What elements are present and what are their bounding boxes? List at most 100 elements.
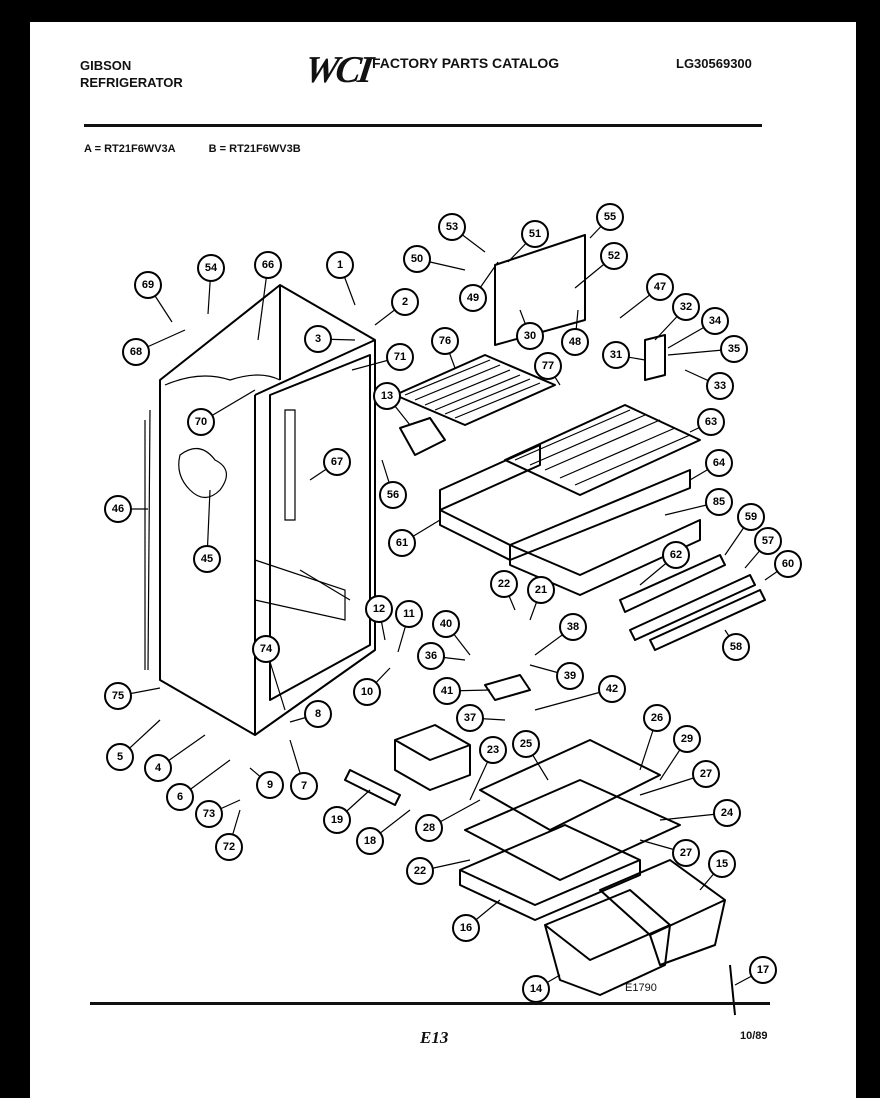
callout-number: 26 [651,712,663,724]
callout-circle [722,633,750,661]
callout-circle [643,704,671,732]
callout-circle [432,610,460,638]
callout-circle [602,341,630,369]
callout-number: 4 [155,762,162,774]
callout-number: 41 [441,685,453,697]
part-callout: 74 [252,635,286,711]
part-callout: 22 [406,857,471,885]
callout-number: 59 [745,511,757,523]
callout-circle [516,322,544,350]
callout-number: 71 [394,351,406,363]
callout-number: 7 [301,780,307,792]
callout-circle [395,600,423,628]
callout-circle [692,760,720,788]
callout-circle [391,288,419,316]
part-callout: 52 [574,242,628,289]
callout-number: 54 [205,262,218,274]
callout-number: 12 [373,603,385,615]
part-callout: 46 [104,495,148,523]
callout-number: 22 [498,578,510,590]
callout-number: 73 [203,808,215,820]
part-callout: 3 [304,325,356,353]
callout-circle [701,307,729,335]
callout-number: 3 [315,333,321,345]
callout-number: 56 [387,489,399,501]
part-callout: 16 [452,899,501,942]
callout-number: 45 [201,553,213,565]
part-callout: 2 [374,288,419,326]
part-callout: 17 [734,956,777,986]
callout-circle [353,678,381,706]
page-number: E13 [420,1028,449,1047]
callout-circle [403,245,431,273]
part-callout: 67 [309,448,351,481]
callout-number: 18 [364,835,376,847]
part-callout: 12 [365,595,393,641]
callout-number: 8 [315,708,321,720]
callout-number: 27 [680,847,692,859]
callout-circle [304,700,332,728]
callout-number: 32 [680,301,692,313]
callout-circle [697,408,725,436]
callout-number: 61 [396,537,408,549]
part-callout: 63 [689,408,725,436]
callout-number: 15 [716,858,728,870]
callout-circle [708,850,736,878]
callout-number: 62 [670,549,682,561]
callout-circle [215,833,243,861]
footer-rule [90,1002,770,1005]
callout-number: 31 [610,349,622,361]
callout-circle [521,220,549,248]
part-callout: 10 [353,667,391,706]
part-callout: 72 [215,809,243,861]
callout-number: 48 [569,336,581,348]
fresh-food-parts-drawing [344,674,736,1016]
callout-number: 47 [654,281,666,293]
callout-circle [673,725,701,753]
part-callout: 11 [395,600,423,653]
callout-circle [705,449,733,477]
callout-circle [379,481,407,509]
callout-circle [459,284,487,312]
callout-number: 36 [425,650,437,662]
callout-circle [706,372,734,400]
callout-number: 60 [782,558,794,570]
part-callout: 36 [417,642,466,670]
part-callout: 19 [323,789,371,834]
part-callout: 29 [659,725,701,781]
callout-circle [417,642,445,670]
callout-number: 10 [361,686,373,698]
callout-number: 76 [439,335,451,347]
part-callout: 22 [490,570,518,611]
callout-circle [323,806,351,834]
part-callout: 40 [432,610,471,656]
part-callout: 69 [134,271,173,323]
part-callout: 61 [388,519,441,557]
part-callout: 56 [379,459,407,509]
part-callout: 4 [144,734,206,782]
part-callout: 7 [289,739,318,800]
callout-circle [106,743,134,771]
callout-number: 22 [414,865,426,877]
part-callout: 57 [744,527,782,569]
callout-number: 57 [762,535,774,547]
callout-number: 2 [402,296,408,308]
part-callout: 73 [195,799,241,828]
callout-circle [452,914,480,942]
callout-circle [713,799,741,827]
part-callout: 53 [438,213,486,253]
part-callout: 28 [415,799,481,842]
callout-number: 5 [117,751,123,763]
part-callout: 39 [529,662,584,690]
callout-number: 13 [381,390,393,402]
callout-circle [672,293,700,321]
part-callout: 9 [249,767,284,799]
doc-number: LG30569300 [676,56,752,71]
callout-number: 70 [195,416,207,428]
callout-circle [479,736,507,764]
callout-number: 1 [337,259,343,271]
callout-circle [754,527,782,555]
callout-circle [187,408,215,436]
brand-name: GIBSON [80,58,132,73]
callout-number: 58 [730,641,742,653]
